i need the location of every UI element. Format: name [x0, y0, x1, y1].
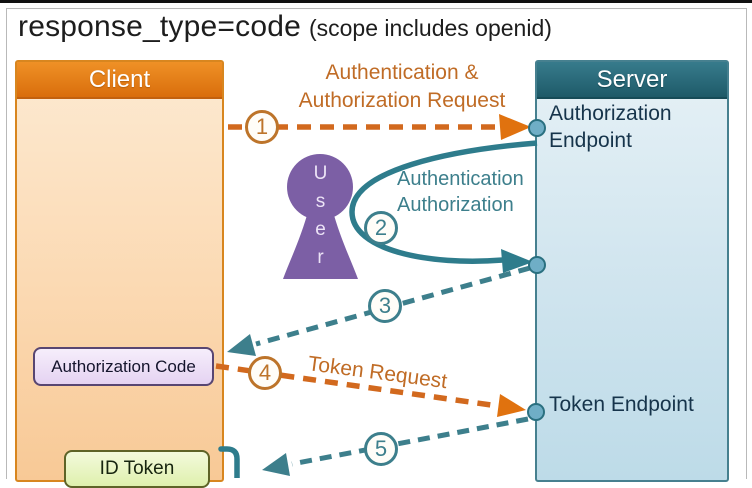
user-auth-label: Authentication Authorization — [397, 166, 524, 218]
top-rule — [0, 0, 752, 3]
connector-dot-token-endpoint — [527, 403, 545, 421]
id-token-chip: ID Token — [64, 450, 210, 488]
step-2-badge: 2 — [364, 211, 398, 245]
step-3-badge: 3 — [368, 289, 402, 323]
arrow-5-token-return — [262, 416, 529, 476]
connector-dot-authorization-endpoint-bottom — [528, 256, 546, 274]
arrow-2-user-authentication — [349, 140, 538, 273]
authorization-endpoint-label: Authorization Endpoint — [549, 102, 672, 152]
auth-request-line2: Authorization Request — [298, 88, 506, 112]
token-group-bracket — [218, 446, 240, 478]
auth-request-label: Authentication & Authorization Request — [268, 59, 536, 115]
arrow-1-auth-request — [228, 114, 531, 140]
page-title: response_type=code (scope includes openi… — [18, 10, 552, 44]
server-lane-header: Server — [537, 62, 727, 99]
title-sub: (scope includes openid) — [308, 15, 552, 41]
authorization-code-chip: Authorization Code — [33, 347, 214, 386]
auth-request-line1: Authentication & — [325, 61, 479, 84]
step-5-badge: 5 — [364, 432, 398, 466]
step-4-badge: 4 — [248, 356, 282, 390]
client-lane-header: Client — [17, 62, 222, 99]
title-main: response_type=code — [18, 10, 301, 43]
frame-border — [6, 8, 747, 479]
authorization-label: Authorization — [397, 194, 514, 216]
authentication-label: Authentication — [397, 168, 524, 190]
user-label: User — [310, 163, 331, 275]
step-1-badge: 1 — [245, 110, 279, 144]
user-icon — [283, 154, 358, 279]
token-endpoint-label: Token Endpoint — [549, 393, 694, 416]
connector-dot-authorization-endpoint-top — [528, 119, 546, 137]
